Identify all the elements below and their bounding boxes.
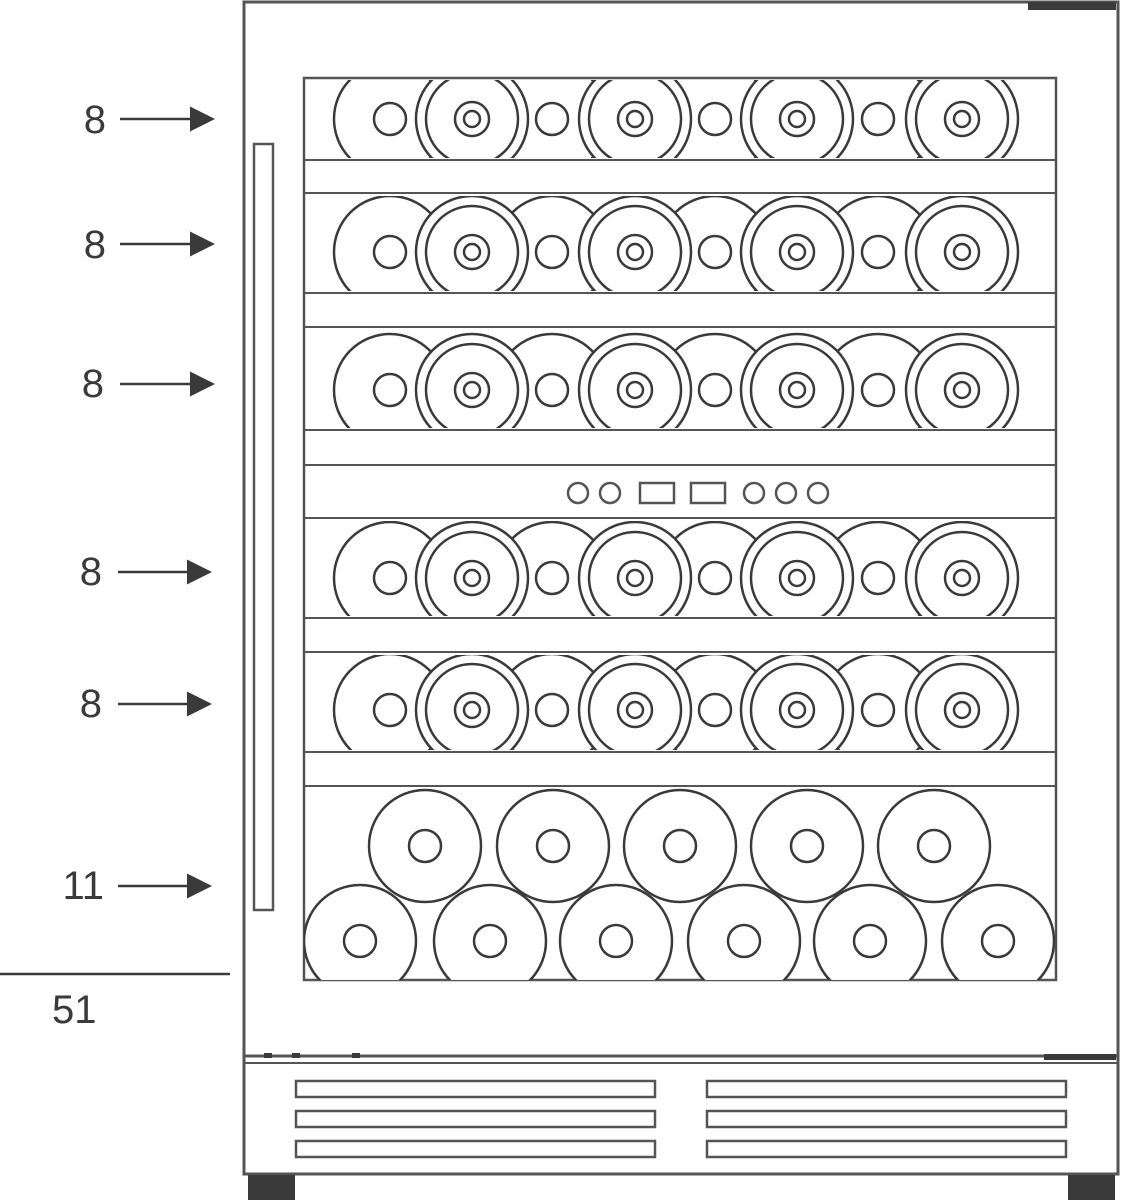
shelf-count-label: 8 xyxy=(81,362,104,406)
top-hinge xyxy=(1028,2,1116,10)
bottle-cork-center xyxy=(952,568,972,588)
arrows xyxy=(118,106,215,899)
bottle-punt xyxy=(697,234,733,270)
control-button[interactable] xyxy=(742,481,766,505)
bottle-cork-center xyxy=(625,700,645,720)
bottle-punt xyxy=(372,101,408,137)
control-button[interactable] xyxy=(598,481,622,505)
bottles-group xyxy=(304,80,1056,980)
bottle-punt xyxy=(697,560,733,596)
bottle-punt xyxy=(372,372,408,408)
bottle-row xyxy=(332,655,1020,750)
bottle-punt xyxy=(860,560,896,596)
door-handle xyxy=(252,142,275,912)
shelf-count-label: 8 xyxy=(79,550,102,594)
shelf-count-label: 8 xyxy=(83,98,106,142)
control-button[interactable] xyxy=(806,481,830,505)
bottle-punt xyxy=(407,828,443,864)
door-glass-frame xyxy=(302,76,1058,982)
bottle-cork-center xyxy=(462,380,482,400)
foot-left xyxy=(248,1175,295,1200)
bottle-cork-center xyxy=(952,700,972,720)
bottle-punt xyxy=(697,372,733,408)
bottle-punt xyxy=(697,101,733,137)
bottle-cork-center xyxy=(462,109,482,129)
bottle-punt xyxy=(472,923,508,959)
bottle-punt xyxy=(535,828,571,864)
bottle-punt xyxy=(852,923,888,959)
bottle-cork-center xyxy=(625,109,645,129)
cabinet-body xyxy=(242,0,1120,1176)
bottle-cork-center xyxy=(625,380,645,400)
temperature-display xyxy=(689,481,727,505)
bottle-cork-center xyxy=(787,568,807,588)
bottle-punt xyxy=(534,560,570,596)
bottle-row xyxy=(332,196,1020,291)
bottle-cork-center xyxy=(787,242,807,262)
bottle-cork-center xyxy=(952,242,972,262)
bottle-punt xyxy=(534,692,570,728)
bottle-punt xyxy=(789,828,825,864)
bottle-punt xyxy=(534,101,570,137)
bottle-punt xyxy=(372,560,408,596)
bottle-cork-center xyxy=(787,380,807,400)
bottle-punt xyxy=(598,923,634,959)
bottle-punt xyxy=(534,234,570,270)
bottle-punt xyxy=(342,923,378,959)
vent-slots xyxy=(294,1079,1068,1159)
control-button[interactable] xyxy=(566,481,590,505)
shelf-count-label: 8 xyxy=(79,682,102,726)
bottle-cork-center xyxy=(462,568,482,588)
hinge-marks xyxy=(264,1053,360,1058)
control-button[interactable] xyxy=(774,481,798,505)
bottom-hinge xyxy=(1044,1054,1116,1060)
bottle-cork-center xyxy=(787,700,807,720)
bottle-row xyxy=(332,332,1020,428)
bottle-cork-center xyxy=(462,242,482,262)
temperature-display xyxy=(638,481,676,505)
bottle-punt xyxy=(860,101,896,137)
bottle-punt xyxy=(534,372,570,408)
bottle-punt xyxy=(980,923,1016,959)
total-count-label: 51 xyxy=(52,988,97,1032)
bottle-punt xyxy=(372,234,408,270)
bottle-cork-center xyxy=(787,109,807,129)
foot-right xyxy=(1068,1175,1115,1200)
shelf-count-label: 8 xyxy=(83,223,106,267)
bottle-punt xyxy=(697,692,733,728)
bottle-punt xyxy=(916,828,952,864)
shelf-count-label: 11 xyxy=(62,864,104,908)
control-panel xyxy=(566,481,830,505)
bottle-stack xyxy=(304,788,1056,980)
bottle-row xyxy=(332,80,1020,158)
bottle-cork-center xyxy=(625,242,645,262)
bottle-cork-center xyxy=(462,700,482,720)
bottle-cork-center xyxy=(952,109,972,129)
bottle-punt xyxy=(372,692,408,728)
bottle-punt xyxy=(726,923,762,959)
bottle-punt xyxy=(662,828,698,864)
bottle-row xyxy=(332,521,1020,616)
bottle-punt xyxy=(860,234,896,270)
shelf-rails xyxy=(304,159,1056,787)
bottle-cork-center xyxy=(625,568,645,588)
bottle-cork-center xyxy=(952,380,972,400)
bottle-punt xyxy=(860,692,896,728)
bottle-punt xyxy=(860,372,896,408)
